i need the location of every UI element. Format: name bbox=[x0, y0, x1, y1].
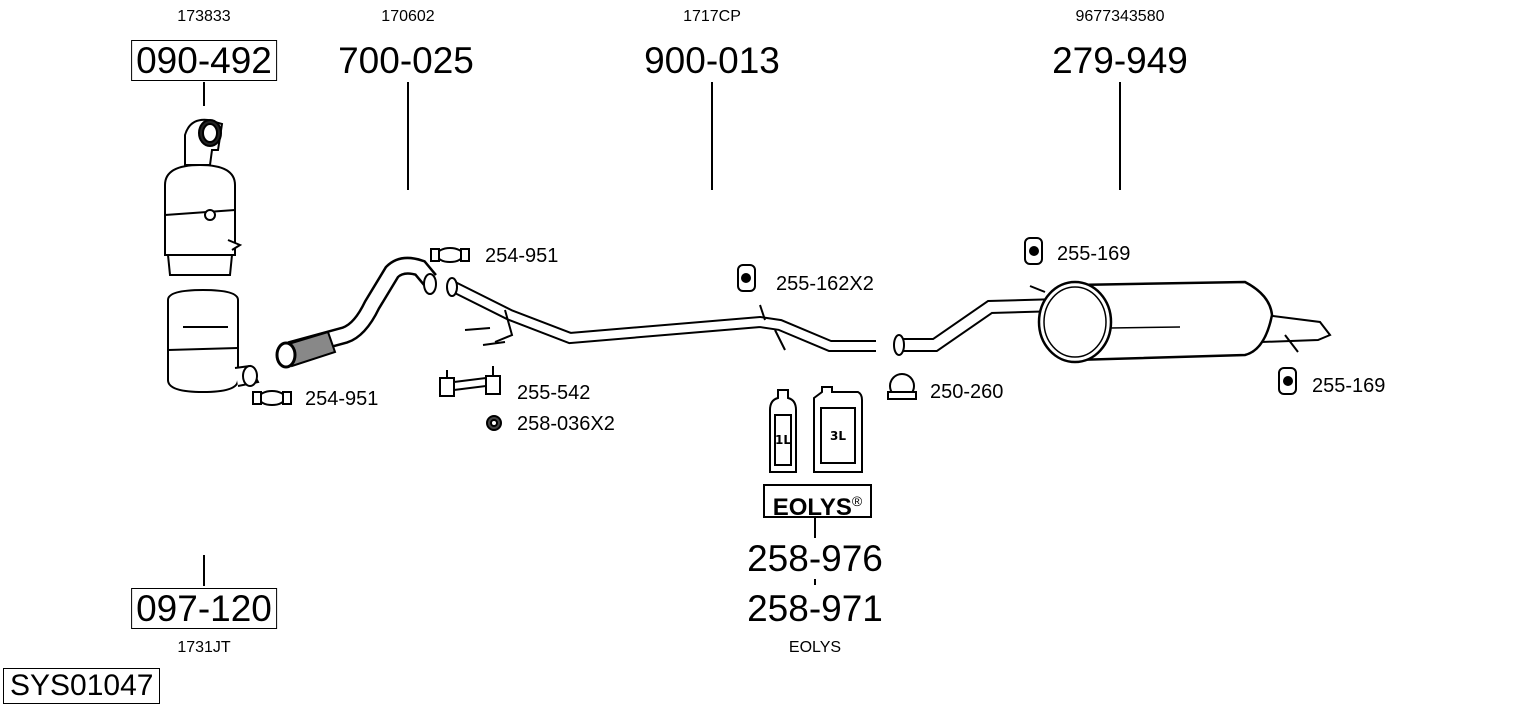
accessory-label[interactable]: 255-542 bbox=[517, 382, 591, 404]
catalyst-upper bbox=[164, 118, 243, 276]
clamp-icon bbox=[430, 247, 470, 263]
hanger-icon bbox=[1278, 367, 1297, 395]
nut-icon bbox=[486, 415, 502, 431]
part-number[interactable]: 700-025 bbox=[338, 40, 474, 81]
oe-number: 1731JT bbox=[177, 639, 231, 656]
accessory-label[interactable]: 254-951 bbox=[305, 388, 379, 410]
front-pipe bbox=[275, 256, 437, 369]
eolys-logo: EOLYS® bbox=[763, 484, 872, 521]
accessory-label[interactable]: 255-162X2 bbox=[776, 273, 874, 295]
part-number[interactable]: 279-949 bbox=[1052, 40, 1188, 81]
accessory-label[interactable]: 255-169 bbox=[1312, 375, 1386, 397]
oe-number: 1717CP bbox=[683, 8, 741, 25]
bracket-icon bbox=[439, 366, 501, 397]
oe-number: 173833 bbox=[177, 8, 231, 25]
accessory-label[interactable]: 254-951 bbox=[485, 245, 559, 267]
oe-number: EOLYS bbox=[788, 639, 842, 656]
catalyst-lower bbox=[167, 288, 260, 394]
accessory-label[interactable]: 258-036X2 bbox=[517, 413, 615, 435]
middle-pipe bbox=[446, 277, 876, 352]
part-number[interactable]: 097-120 bbox=[131, 588, 277, 629]
part-number[interactable]: 090-492 bbox=[131, 40, 277, 81]
bottle-large-label: 3L bbox=[830, 429, 846, 443]
part-number[interactable]: 258-976 bbox=[747, 538, 883, 579]
accessory-label[interactable]: 250-260 bbox=[930, 381, 1004, 403]
accessory-label[interactable]: 255-169 bbox=[1057, 243, 1131, 265]
oe-number: 170602 bbox=[381, 8, 435, 25]
rear-muffler bbox=[893, 280, 1332, 364]
hanger-icon bbox=[737, 264, 756, 292]
eolys-bottles bbox=[769, 386, 863, 473]
clamp-icon bbox=[887, 373, 917, 400]
part-number[interactable]: 900-013 bbox=[644, 40, 780, 81]
hanger-icon bbox=[1024, 237, 1043, 265]
part-number[interactable]: 258-971 bbox=[747, 588, 883, 629]
oe-number: 9677343580 bbox=[1075, 8, 1165, 25]
system-id: SYS01047 bbox=[3, 668, 161, 704]
clamp-icon bbox=[252, 390, 292, 406]
bottle-small-label: 1L bbox=[775, 433, 791, 447]
